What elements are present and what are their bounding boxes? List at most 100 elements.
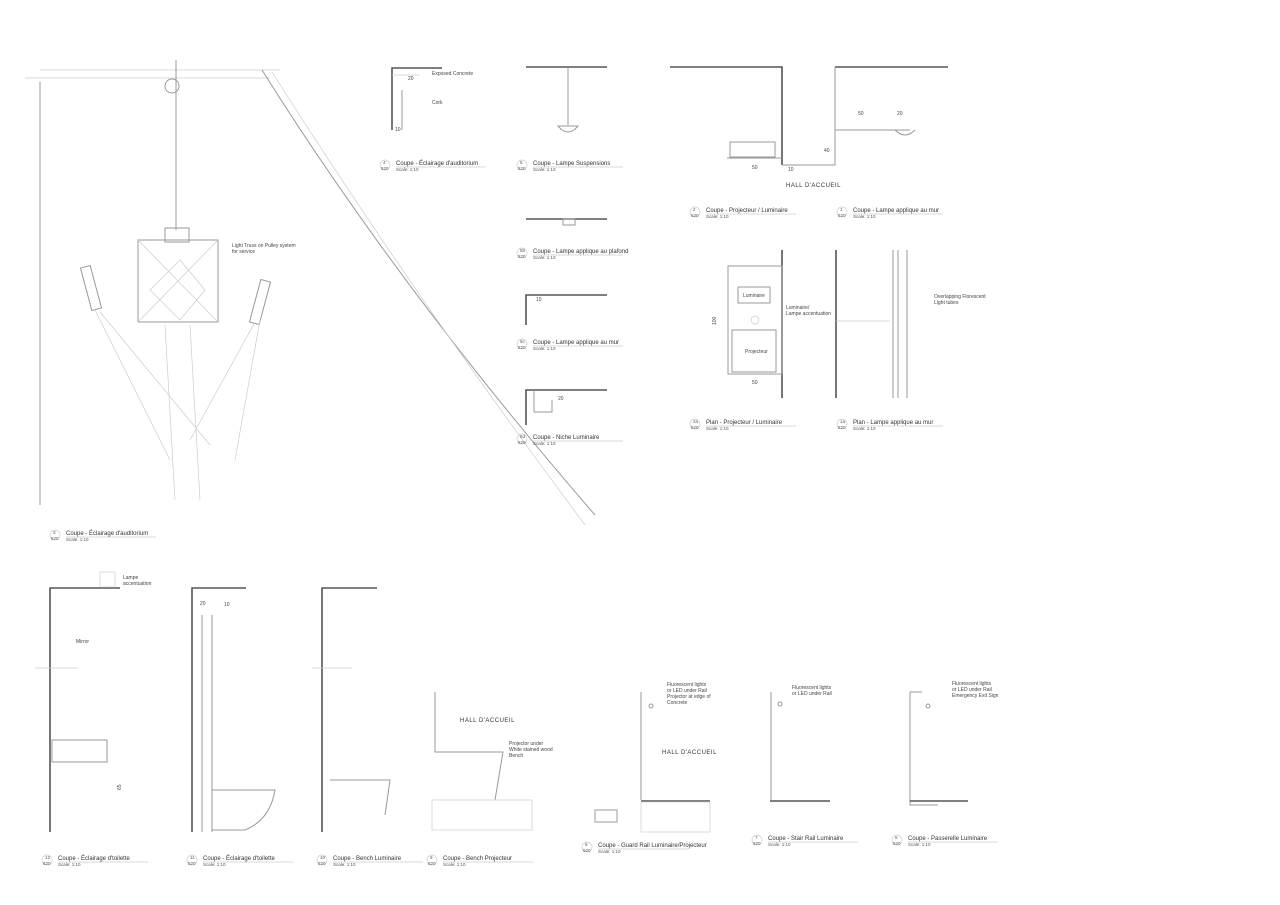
title-bubble bbox=[689, 206, 701, 218]
title-bubble bbox=[516, 338, 528, 350]
title-text: Coupe - Bench Luminaire bbox=[333, 856, 402, 862]
scale-label: Scale: 1:10 bbox=[333, 862, 356, 867]
scale-label: Scale: 1:10 bbox=[853, 214, 876, 219]
title-text: Plan - Lampe applique au mur bbox=[853, 420, 933, 426]
note: Fluorescent lights bbox=[792, 685, 832, 691]
title-text: Plan - Projecteur / Luminaire bbox=[706, 420, 783, 426]
title-text: Coupe - Éclairage d'toilette bbox=[203, 855, 276, 862]
dim: 20 bbox=[558, 396, 564, 402]
title-text: Coupe - Guard Rail Luminaire/Projecteur bbox=[598, 843, 707, 849]
detail-6: Fluorescent lights or LED under Rail Eme… bbox=[909, 681, 999, 806]
detail-7: Fluorescent lights or LED under Rail bbox=[770, 685, 832, 802]
title-number: 5b bbox=[520, 248, 526, 253]
title-text: Coupe - Lampe applique au mur bbox=[853, 208, 939, 214]
sheet-number: 520 bbox=[188, 861, 196, 866]
note: or LED under Rail bbox=[952, 687, 992, 693]
sheet-number: 520 bbox=[518, 345, 526, 350]
detail-5d: 20 bbox=[525, 389, 607, 425]
dim: 20 bbox=[408, 76, 414, 82]
note: Projector under bbox=[509, 741, 544, 747]
sheet-number: 520 bbox=[691, 213, 699, 218]
dim: 20 bbox=[897, 111, 903, 117]
note: Fluorescent lights bbox=[952, 681, 992, 687]
sheet-number: 520 bbox=[838, 213, 846, 218]
title-text: Coupe - Niche Luminaire bbox=[533, 435, 600, 441]
title-number: 2a bbox=[693, 419, 699, 424]
title-number: 5 bbox=[520, 160, 523, 165]
sheet-number: 520 bbox=[518, 254, 526, 259]
exposed-concrete-label: Exposed Concrete bbox=[432, 71, 473, 77]
scale-label: Scale: 1:10 bbox=[598, 849, 621, 854]
scale-label: Scale: 1:10 bbox=[853, 426, 876, 431]
sheet-number: 520 bbox=[43, 861, 51, 866]
title-bubble bbox=[836, 418, 848, 430]
sheet-number: 520 bbox=[893, 841, 901, 846]
title-number: 5c bbox=[520, 339, 526, 344]
title-text: Coupe - Bench Projecteur bbox=[443, 856, 512, 862]
detail-9: HALL D'ACCUEIL Projector under White sta… bbox=[431, 692, 553, 831]
dim: 100 bbox=[712, 316, 718, 325]
sheet-number: 520 bbox=[381, 166, 389, 171]
title-bubble bbox=[891, 834, 903, 846]
detail-8: HALL D'ACCUEIL Fluorescent lights or LED… bbox=[594, 682, 717, 833]
scale-label: Scale: 1:10 bbox=[443, 862, 466, 867]
detail-11: 20 10 bbox=[191, 587, 276, 832]
dim: 65 bbox=[117, 784, 123, 790]
title-bubble bbox=[836, 206, 848, 218]
dim: 50 bbox=[858, 111, 864, 117]
detail-2a-1a: Luminaire Projecteur Luminaire/ Lampe ac… bbox=[712, 250, 986, 398]
title-number: 7 bbox=[755, 835, 758, 840]
detail-12: Lampe accentuation Mirror 65 bbox=[35, 571, 152, 832]
mirror-label: Mirror bbox=[76, 639, 89, 645]
cork-label: Cork bbox=[432, 100, 443, 106]
title-text: Coupe - Éclairage d'auditorium bbox=[66, 530, 148, 537]
title-text: Coupe - Lampe applique au plafond bbox=[533, 249, 628, 255]
detail-5 bbox=[526, 66, 607, 133]
title-number: 1a bbox=[840, 419, 846, 424]
title-text: Coupe - Lampe Suspensions bbox=[533, 161, 610, 167]
scale-label: Scale: 1:10 bbox=[533, 441, 556, 446]
dim: 50 bbox=[752, 380, 758, 386]
note: Emergency Exit Sign bbox=[952, 693, 999, 699]
scale-label: Scale: 1:10 bbox=[203, 862, 226, 867]
dim: 10 bbox=[788, 167, 794, 173]
note: accentuation bbox=[123, 581, 152, 587]
scale-label: Scale: 1:10 bbox=[706, 426, 729, 431]
scale-label: Scale: 1:10 bbox=[533, 346, 556, 351]
hall-label: HALL D'ACCUEIL bbox=[662, 750, 717, 756]
truss-note-2: for service bbox=[232, 249, 255, 255]
dim: 10 bbox=[395, 127, 401, 133]
scale-label: Scale: 1:10 bbox=[396, 167, 419, 172]
hall-label: HALL D'ACCUEIL bbox=[460, 718, 515, 724]
title-text: Coupe - Projecteur / Luminaire bbox=[706, 208, 788, 214]
hall-label: HALL D'ACCUEIL bbox=[786, 183, 841, 189]
note: Bench bbox=[509, 753, 523, 759]
scale-label: Scale: 1:10 bbox=[58, 862, 81, 867]
detail-4: Exposed Concrete Cork 20 10 bbox=[391, 67, 473, 133]
sheet-number: 520 bbox=[318, 861, 326, 866]
title-number: 6 bbox=[895, 835, 898, 840]
title-bubble bbox=[516, 159, 528, 171]
title-number: 8 bbox=[585, 842, 588, 847]
title-bubble bbox=[751, 834, 763, 846]
note: Luminaire/ bbox=[786, 305, 810, 311]
title-number: 4 bbox=[383, 160, 386, 165]
title-text: Coupe - Lampe applique au mur bbox=[533, 340, 619, 346]
note: Overlapping Florescent bbox=[934, 294, 986, 300]
note: Concrete bbox=[667, 700, 688, 706]
title-number: 12 bbox=[45, 855, 51, 860]
title-text: Coupe - Stair Rail Luminaire bbox=[768, 836, 844, 842]
note: or LED under Rail bbox=[667, 688, 707, 694]
note: Projector at edge of bbox=[667, 694, 711, 700]
title-bubble bbox=[186, 854, 198, 866]
